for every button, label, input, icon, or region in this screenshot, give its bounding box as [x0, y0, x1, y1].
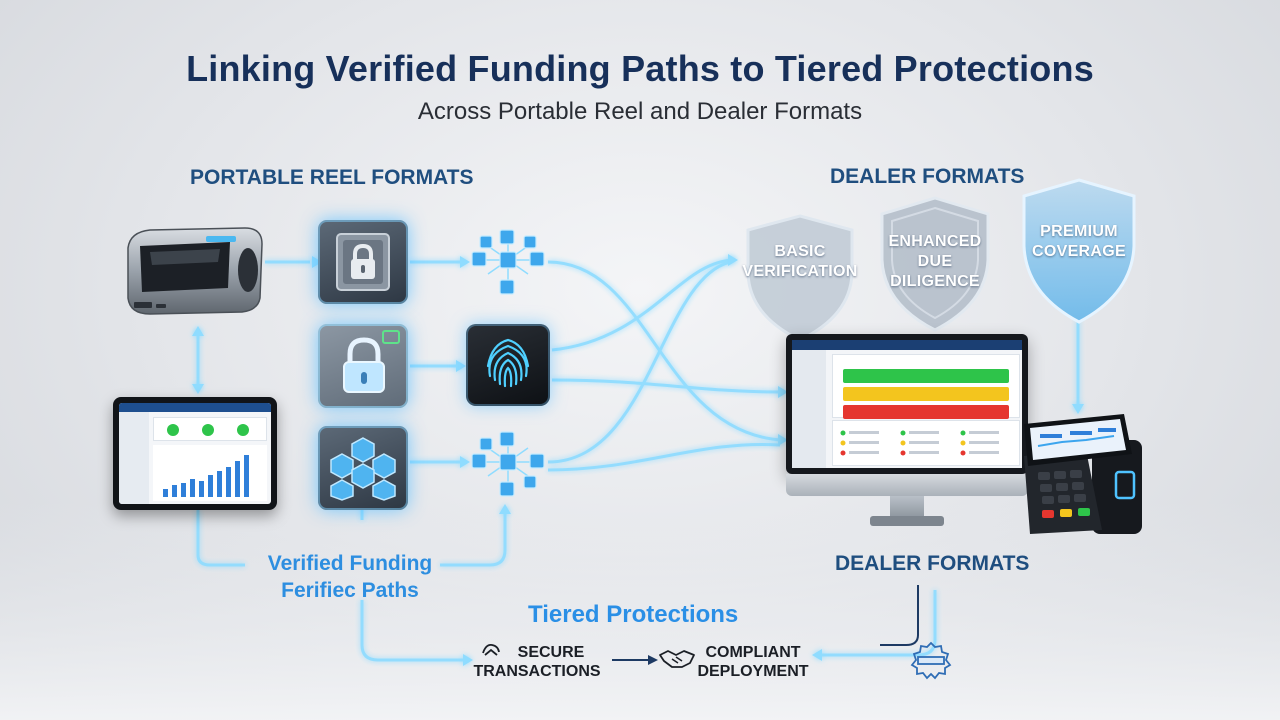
- secure-line2: TRANSACTIONS: [473, 663, 601, 680]
- verified-funding-line2: Ferifiec Paths: [281, 579, 419, 602]
- dealer-formats-heading: DEALER FORMATS: [830, 165, 1025, 188]
- portable-reel-heading: PORTABLE REEL FORMATS: [190, 166, 474, 189]
- fingerprint-icon: [486, 338, 530, 388]
- shield-icon: [1022, 178, 1136, 324]
- secure-line1: SECURE: [517, 644, 585, 661]
- shield-enhanced-line2: DUE DILIGENCE: [890, 253, 980, 290]
- shield-icon: [880, 196, 990, 332]
- shield-premium-line1: PREMIUM: [1040, 223, 1118, 240]
- small-check-badge: [382, 330, 400, 344]
- verified-funding-label: Verified Funding Ferifiec Paths: [230, 550, 470, 604]
- safe-lock-icon: [336, 233, 390, 291]
- monitor-stand: [890, 496, 924, 518]
- seal-stamp-icon: [908, 640, 954, 680]
- tiered-protections-label: Tiered Protections: [528, 601, 739, 628]
- secure-transactions-label: SECURE TRANSACTIONS: [470, 643, 604, 681]
- printer-device-icon: [110, 218, 275, 328]
- verified-funding-line1: Verified Funding: [267, 552, 433, 575]
- handshake-icon: [658, 645, 696, 671]
- compliant-deployment-label: COMPLIANT DEPLOYMENT: [696, 643, 810, 681]
- shield-basic: BASIC VERIFICATION: [742, 212, 858, 344]
- blockchain-cubes-icon: [330, 437, 396, 501]
- monitor-chin: [786, 474, 1028, 496]
- blockchain-cubes-icon: [471, 229, 545, 295]
- blockchain-cubes-icon: [471, 431, 545, 497]
- shield-enhanced-line1: ENHANCED: [888, 233, 982, 250]
- tablet-dashboard-icon: [113, 397, 277, 510]
- compliant-line1: COMPLIANT: [705, 644, 801, 661]
- monitor-dashboard-icon: [786, 334, 1028, 474]
- monitor-base: [870, 516, 944, 526]
- shield-premium: PREMIUM COVERAGE: [1018, 176, 1140, 326]
- shield-basic-line1: BASIC: [774, 243, 826, 260]
- page-title: Linking Verified Funding Paths to Tiered…: [186, 48, 1094, 89]
- padlock-tile: [318, 324, 408, 408]
- secure-transactions-icon: [480, 641, 502, 661]
- blockchain-tile: [318, 426, 408, 510]
- fingerprint-tile: [466, 324, 550, 406]
- padlock-icon: [343, 337, 385, 393]
- shield-enhanced: ENHANCED DUE DILIGENCE: [876, 194, 994, 334]
- dealer-formats-bottom-heading: DEALER FORMATS: [835, 552, 1030, 575]
- pos-terminal-icon: [1016, 410, 1146, 538]
- safe-lock-tile: [318, 220, 408, 304]
- page-subtitle: Across Portable Reel and Dealer Formats: [417, 98, 863, 125]
- compliant-line2: DEPLOYMENT: [697, 663, 809, 680]
- shield-basic-line2: VERIFICATION: [742, 263, 858, 280]
- shield-premium-line2: COVERAGE: [1032, 243, 1126, 260]
